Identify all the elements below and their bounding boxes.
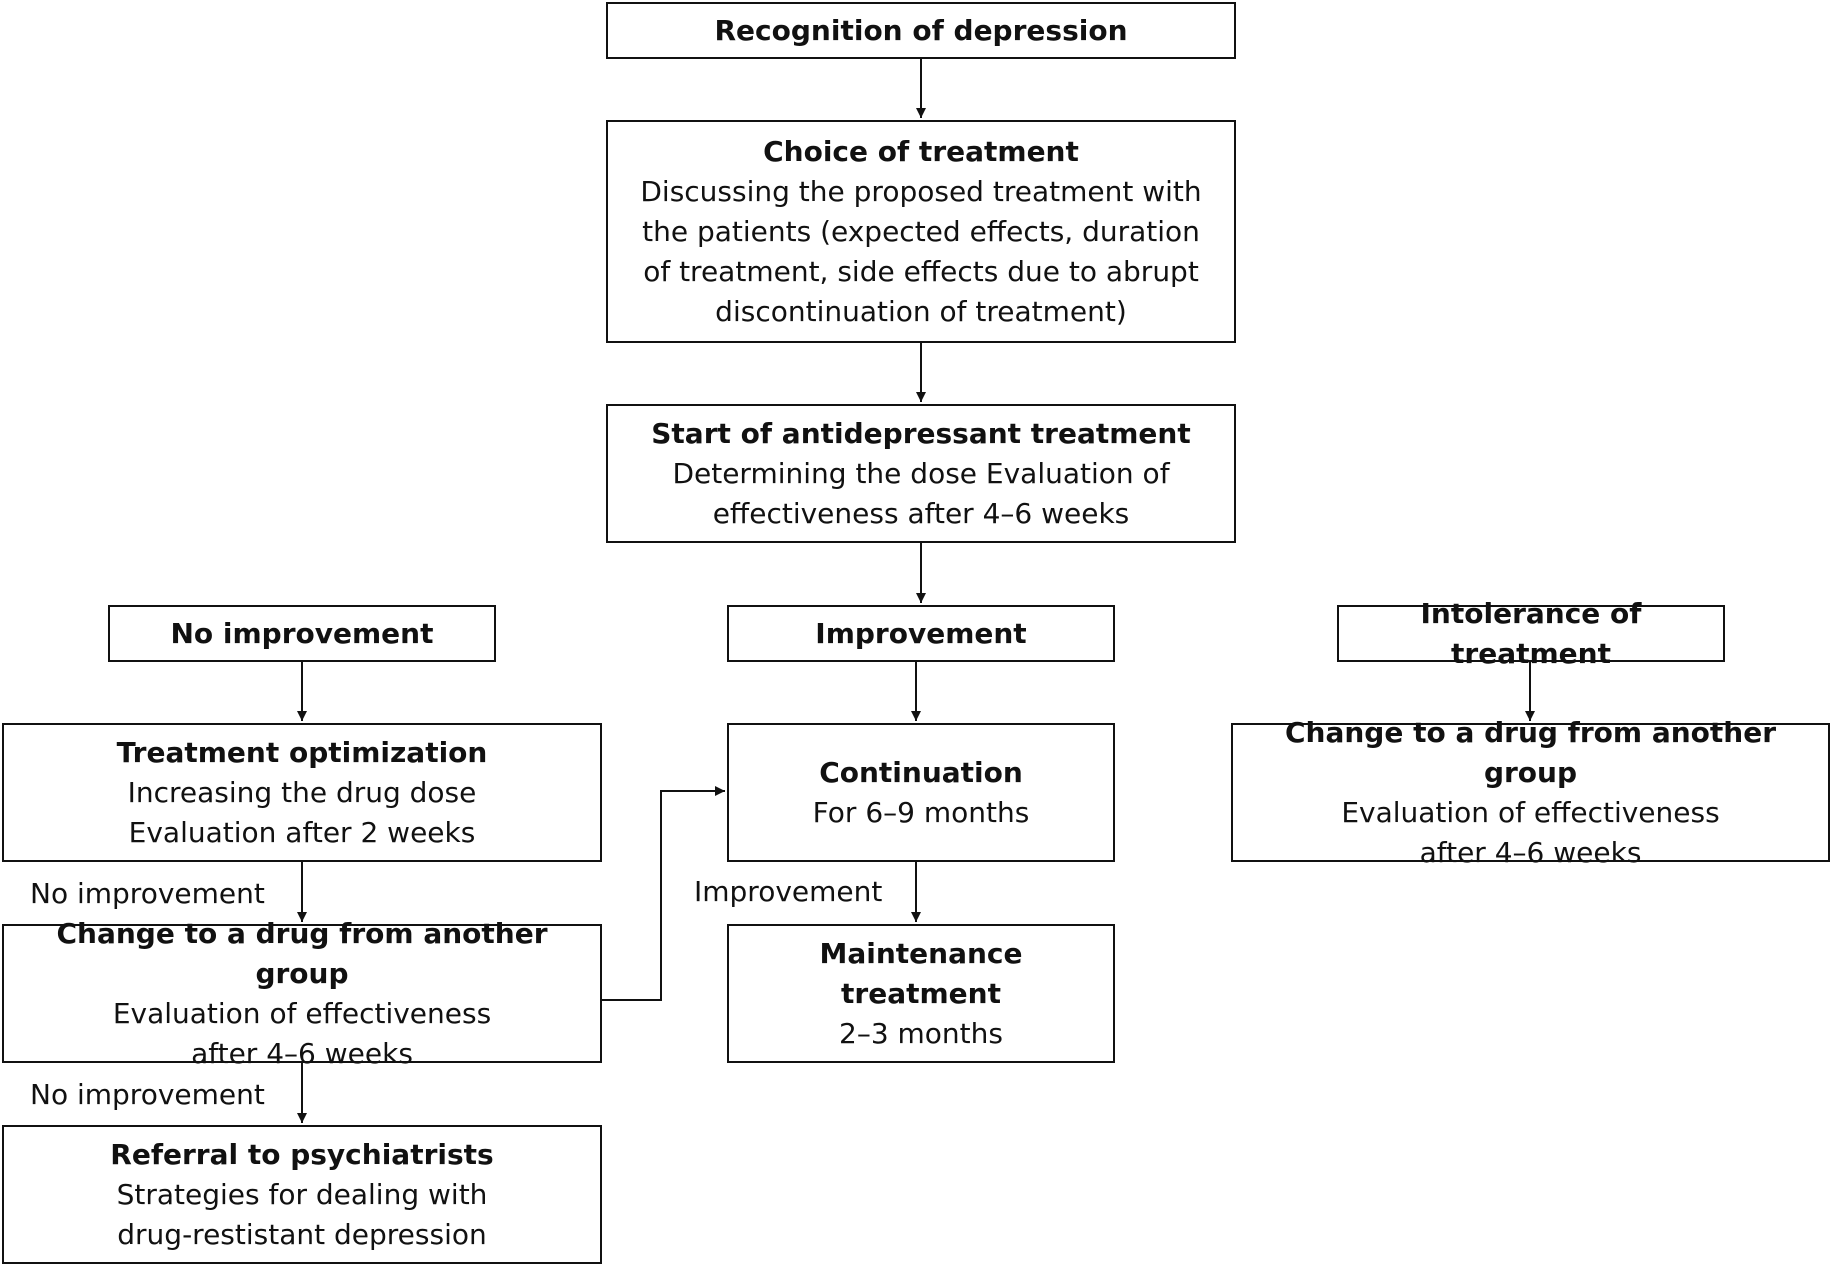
node-text-line: discontinuation of treatment) bbox=[715, 294, 1127, 328]
node-no-improvement: No improvement bbox=[108, 605, 496, 662]
node-text-line: the patients (expected effects, duration bbox=[642, 214, 1200, 248]
node-title: Referral to psychiatrists bbox=[110, 1137, 494, 1171]
node-title: Intolerance of treatment bbox=[1420, 596, 1642, 670]
node-text-line: Determining the dose Evaluation of bbox=[672, 456, 1170, 490]
node-text-line: Evaluation after 2 weeks bbox=[128, 815, 476, 849]
edge-label-improvement: Improvement bbox=[694, 875, 883, 908]
node-title: No improvement bbox=[170, 616, 434, 650]
node-text-line: Increasing the drug dose bbox=[127, 775, 477, 809]
node-text-line: after 4–6 weeks bbox=[191, 1036, 413, 1070]
node-improvement: Improvement bbox=[727, 605, 1115, 662]
node-text-line: of treatment, side effects due to abrupt bbox=[643, 254, 1199, 288]
node-title: Maintenance treatment bbox=[819, 936, 1023, 1010]
node-text-line: Evaluation of effectiveness bbox=[112, 996, 492, 1030]
node-title: Improvement bbox=[815, 616, 1027, 650]
arrow-change-to-continuation bbox=[602, 786, 725, 1001]
node-maintenance-treatment: Maintenance treatment 2–3 months bbox=[727, 924, 1115, 1063]
node-title: Treatment optimization bbox=[116, 735, 488, 769]
node-title: Choice of treatment bbox=[763, 134, 1079, 168]
node-title: Change to a drug from another group bbox=[1284, 715, 1776, 789]
node-title: Recognition of depression bbox=[714, 13, 1128, 47]
node-text-line: after 4–6 weeks bbox=[1419, 835, 1642, 869]
node-text-line: drug-restistant depression bbox=[117, 1217, 487, 1251]
node-text-line: Strategies for dealing with bbox=[116, 1177, 488, 1211]
node-text-line: For 6–9 months bbox=[812, 795, 1030, 829]
node-recognition-of-depression: Recognition of depression bbox=[606, 2, 1236, 59]
node-title: Start of antidepressant treatment bbox=[651, 416, 1191, 450]
node-text-line: effectiveness after 4–6 weeks bbox=[712, 496, 1130, 530]
edge-label-no-improvement-1: No improvement bbox=[30, 877, 265, 910]
node-text-line: 2–3 months bbox=[839, 1016, 1003, 1050]
node-text-line: Discussing the proposed treatment with bbox=[640, 174, 1202, 208]
node-text-line: Evaluation of effectiveness bbox=[1341, 795, 1720, 829]
node-intolerance-of-treatment: Intolerance of treatment bbox=[1337, 597, 1725, 670]
edge-label-no-improvement-2: No improvement bbox=[30, 1078, 265, 1111]
node-title: Change to a drug from another group bbox=[56, 916, 548, 990]
node-title: Continuation bbox=[819, 755, 1023, 789]
